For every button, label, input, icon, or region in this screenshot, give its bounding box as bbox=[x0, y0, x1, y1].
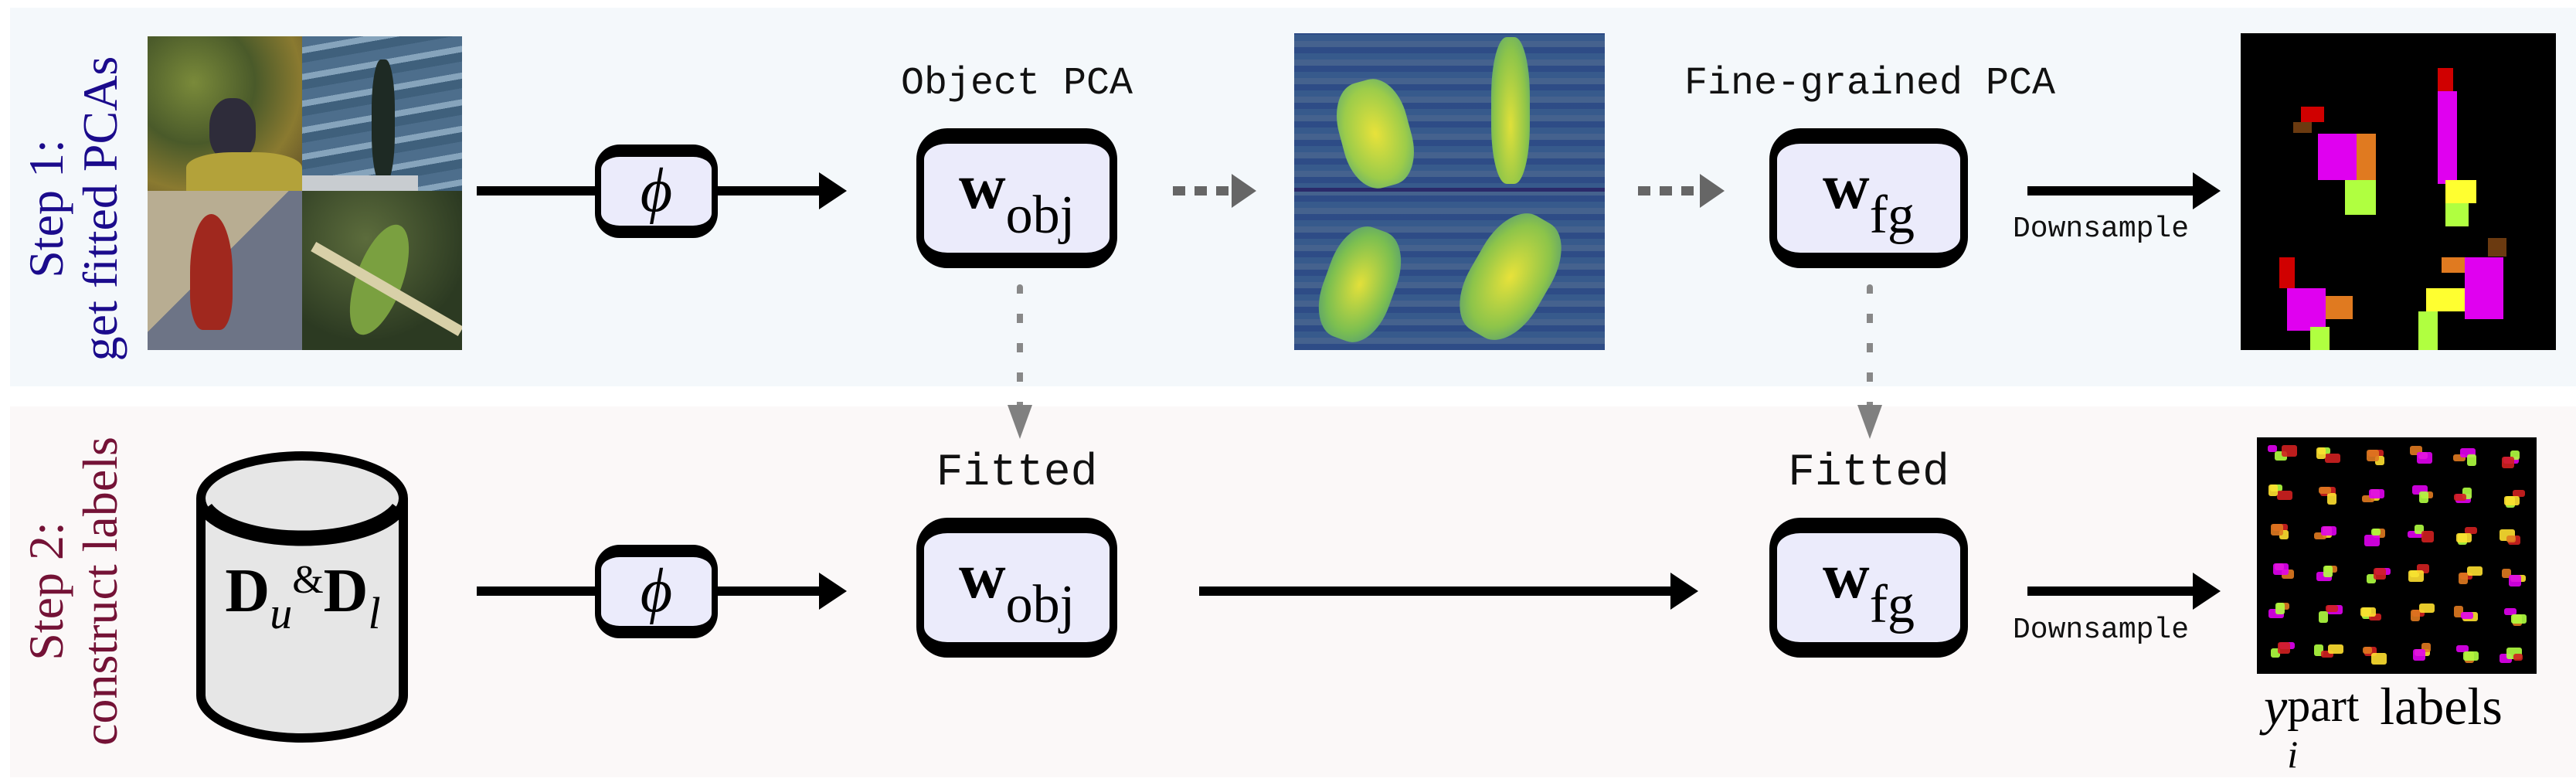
part-label-cell bbox=[2453, 524, 2479, 547]
downsample-label-step1: Downsample bbox=[2013, 212, 2190, 246]
part-label-cell bbox=[2314, 484, 2340, 508]
encoder-arrow-head-step2 bbox=[819, 573, 847, 610]
downsample-arrow-line bbox=[2027, 186, 2194, 196]
part-label-cell bbox=[2453, 603, 2479, 626]
part-label-cell bbox=[2268, 603, 2294, 626]
part-label-cell bbox=[2314, 563, 2340, 586]
part-label-cell bbox=[2407, 524, 2434, 547]
dashed-arrow-head bbox=[1232, 174, 1256, 208]
downsample-arrow-head-step2 bbox=[2193, 573, 2221, 610]
part-label-cell bbox=[2314, 524, 2340, 547]
downsampled-part-maps bbox=[2241, 33, 2556, 350]
part-label-cell bbox=[2453, 563, 2483, 586]
part-label-cell bbox=[2360, 445, 2387, 468]
input-bird-images bbox=[148, 36, 462, 350]
dashed-arrow-line bbox=[1638, 186, 1700, 196]
part-label-grid bbox=[2257, 437, 2537, 674]
part-label-cell bbox=[2500, 524, 2526, 547]
part-label-cell bbox=[2314, 642, 2343, 665]
part-label-cell bbox=[2407, 563, 2433, 586]
part-label-cell bbox=[2268, 524, 2294, 547]
dotted-connector-obj bbox=[1017, 284, 1023, 423]
fine-grained-pca-label: Fine-grained PCA bbox=[1684, 62, 2056, 106]
part-label-cell bbox=[2453, 484, 2479, 508]
bird-photo-green-bird bbox=[302, 191, 462, 350]
bird-photo-auklet bbox=[148, 36, 302, 191]
step2-title-line1: Step 2: bbox=[19, 522, 73, 661]
part-label-cell bbox=[2407, 445, 2433, 468]
part-label-cell bbox=[2500, 484, 2526, 508]
step1-title-line2: get fitted PCAs bbox=[73, 56, 127, 362]
phi-symbol: ϕ bbox=[640, 157, 673, 225]
object-pca-label: Object PCA bbox=[900, 62, 1133, 106]
dataset-cylinder bbox=[196, 451, 408, 743]
dashed-arrow-line bbox=[1173, 186, 1232, 196]
bird-photo-cormorant bbox=[302, 36, 462, 191]
part-label-cell bbox=[2268, 484, 2294, 508]
part-label-cell bbox=[2453, 642, 2479, 665]
phi-symbol: ϕ bbox=[640, 557, 673, 625]
w-fg-label: wfg bbox=[1823, 539, 1915, 634]
step2-title-line2: construct labels bbox=[73, 437, 127, 746]
step1-title-line1: Step 1: bbox=[19, 139, 73, 278]
downsample-arrow-head bbox=[2193, 172, 2221, 209]
w-obj-box-step2: wobj bbox=[916, 518, 1117, 658]
part-label-cell bbox=[2407, 484, 2433, 508]
object-pca-heatmap bbox=[1294, 33, 1605, 350]
fitted-fg-label: Fitted bbox=[1788, 448, 1949, 498]
part-label-cell bbox=[2268, 563, 2294, 586]
part-label-cell bbox=[2268, 445, 2297, 468]
dotted-connector-fg-head bbox=[1857, 405, 1882, 439]
downsample-arrow-line-step2 bbox=[2027, 586, 2194, 596]
part-label-cell bbox=[2314, 445, 2340, 468]
part-label-cell bbox=[2407, 642, 2433, 665]
w-fg-box-step1: wfg bbox=[1769, 128, 1968, 268]
downsample-label-step2: Downsample bbox=[2013, 614, 2190, 647]
part-label-cell bbox=[2360, 524, 2387, 547]
projection-arrow-line bbox=[1199, 586, 1672, 596]
part-label-cell bbox=[2453, 445, 2479, 468]
bird-photo-cardinal bbox=[148, 191, 302, 350]
part-label-cell bbox=[2360, 484, 2387, 508]
part-label-cell bbox=[2360, 563, 2391, 586]
w-obj-label: wobj bbox=[958, 150, 1076, 245]
dotted-connector-fg bbox=[1867, 284, 1873, 423]
dotted-connector-obj-head bbox=[1008, 405, 1032, 439]
encoder-phi-box-step2: ϕ bbox=[595, 545, 718, 638]
part-label-cell bbox=[2500, 603, 2527, 626]
part-label-cell bbox=[2407, 603, 2435, 626]
arrow-head bbox=[819, 172, 847, 209]
w-obj-box-step1: wobj bbox=[916, 128, 1117, 268]
part-label-cell bbox=[2268, 642, 2295, 665]
w-fg-label: wfg bbox=[1823, 150, 1915, 245]
encoder-phi-box-step1: ϕ bbox=[595, 144, 718, 238]
step1-title: Step 1: get fitted PCAs bbox=[19, 23, 127, 394]
dataset-label: Du&Dl bbox=[225, 557, 381, 638]
w-obj-label: wobj bbox=[958, 539, 1076, 634]
step2-title: Step 2: construct labels bbox=[19, 406, 127, 777]
projection-arrow-head bbox=[1670, 573, 1698, 610]
w-fg-box-step2: wfg bbox=[1769, 518, 1968, 658]
dashed-arrow-head bbox=[1700, 174, 1725, 208]
part-label-cell bbox=[2360, 642, 2387, 665]
part-label-cell bbox=[2500, 642, 2526, 665]
fitted-obj-label: Fitted bbox=[936, 448, 1098, 498]
part-label-cell bbox=[2500, 563, 2526, 586]
part-label-cell bbox=[2500, 445, 2526, 468]
part-label-cell bbox=[2314, 603, 2343, 626]
part-label-cell bbox=[2360, 603, 2387, 626]
